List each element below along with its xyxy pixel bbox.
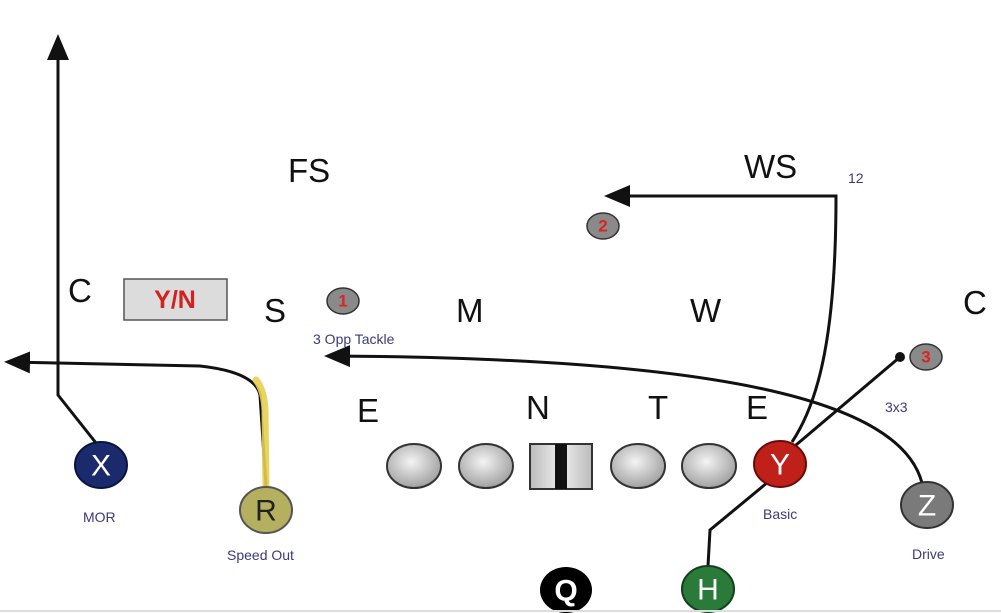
r-route-speed-out [4, 351, 268, 488]
call-box: Y/N [123, 278, 228, 321]
svg-text:1: 1 [338, 292, 347, 311]
svg-text:X: X [91, 450, 111, 483]
defender-fs: FS [288, 152, 330, 189]
call-box-label: Y/N [154, 286, 196, 314]
count-marker-3: 3 [909, 343, 943, 371]
lineman-lg [458, 443, 514, 489]
defender-corner-right: C [963, 284, 987, 321]
tackle-note: 3 Opp Tackle [313, 331, 395, 347]
defender-w: W [690, 292, 722, 329]
depth-note: 12 [848, 170, 864, 186]
r-route-highlight [252, 376, 270, 491]
r-route-label: Speed Out [227, 547, 294, 563]
player-z: Z [900, 481, 954, 529]
lineman-lt [386, 443, 442, 489]
defender-m: M [456, 292, 484, 329]
svg-text:3: 3 [921, 348, 930, 367]
center [529, 443, 593, 490]
player-q: Q [540, 567, 592, 613]
x-route-label: MOR [83, 509, 116, 525]
player-h: H [681, 565, 735, 613]
svg-text:Q: Q [554, 575, 577, 608]
route-3x3-note: 3x3 [885, 399, 908, 415]
y-route-label: Basic [763, 506, 797, 522]
svg-text:Z: Z [918, 490, 936, 523]
player-r: R [239, 486, 293, 534]
player-x: X [74, 441, 128, 489]
defender-end-right: E [746, 389, 768, 426]
defender-tackle: T [648, 389, 668, 426]
x-route-mor [47, 34, 102, 449]
svg-text:2: 2 [598, 217, 607, 236]
svg-text:R: R [255, 495, 277, 528]
defender-corner-left: C [68, 272, 92, 309]
count-marker-2: 2 [586, 212, 620, 240]
svg-text:H: H [697, 574, 719, 607]
defender-s: S [264, 292, 286, 329]
player-y: Y [753, 440, 807, 488]
y-route-basic [604, 185, 838, 443]
count-marker-1: 1 [326, 287, 360, 315]
z-route-label: Drive [912, 546, 945, 562]
svg-text:Y: Y [770, 449, 790, 482]
y-to-3-line [795, 355, 901, 447]
lineman-rt [681, 443, 737, 489]
h-route [706, 480, 769, 567]
z-route-drive [324, 345, 924, 484]
defender-end-left: E [357, 392, 379, 429]
route-end-dot [895, 352, 905, 362]
lineman-rg [610, 443, 666, 489]
defender-ws: WS [744, 148, 797, 185]
defender-nose: N [526, 389, 550, 426]
